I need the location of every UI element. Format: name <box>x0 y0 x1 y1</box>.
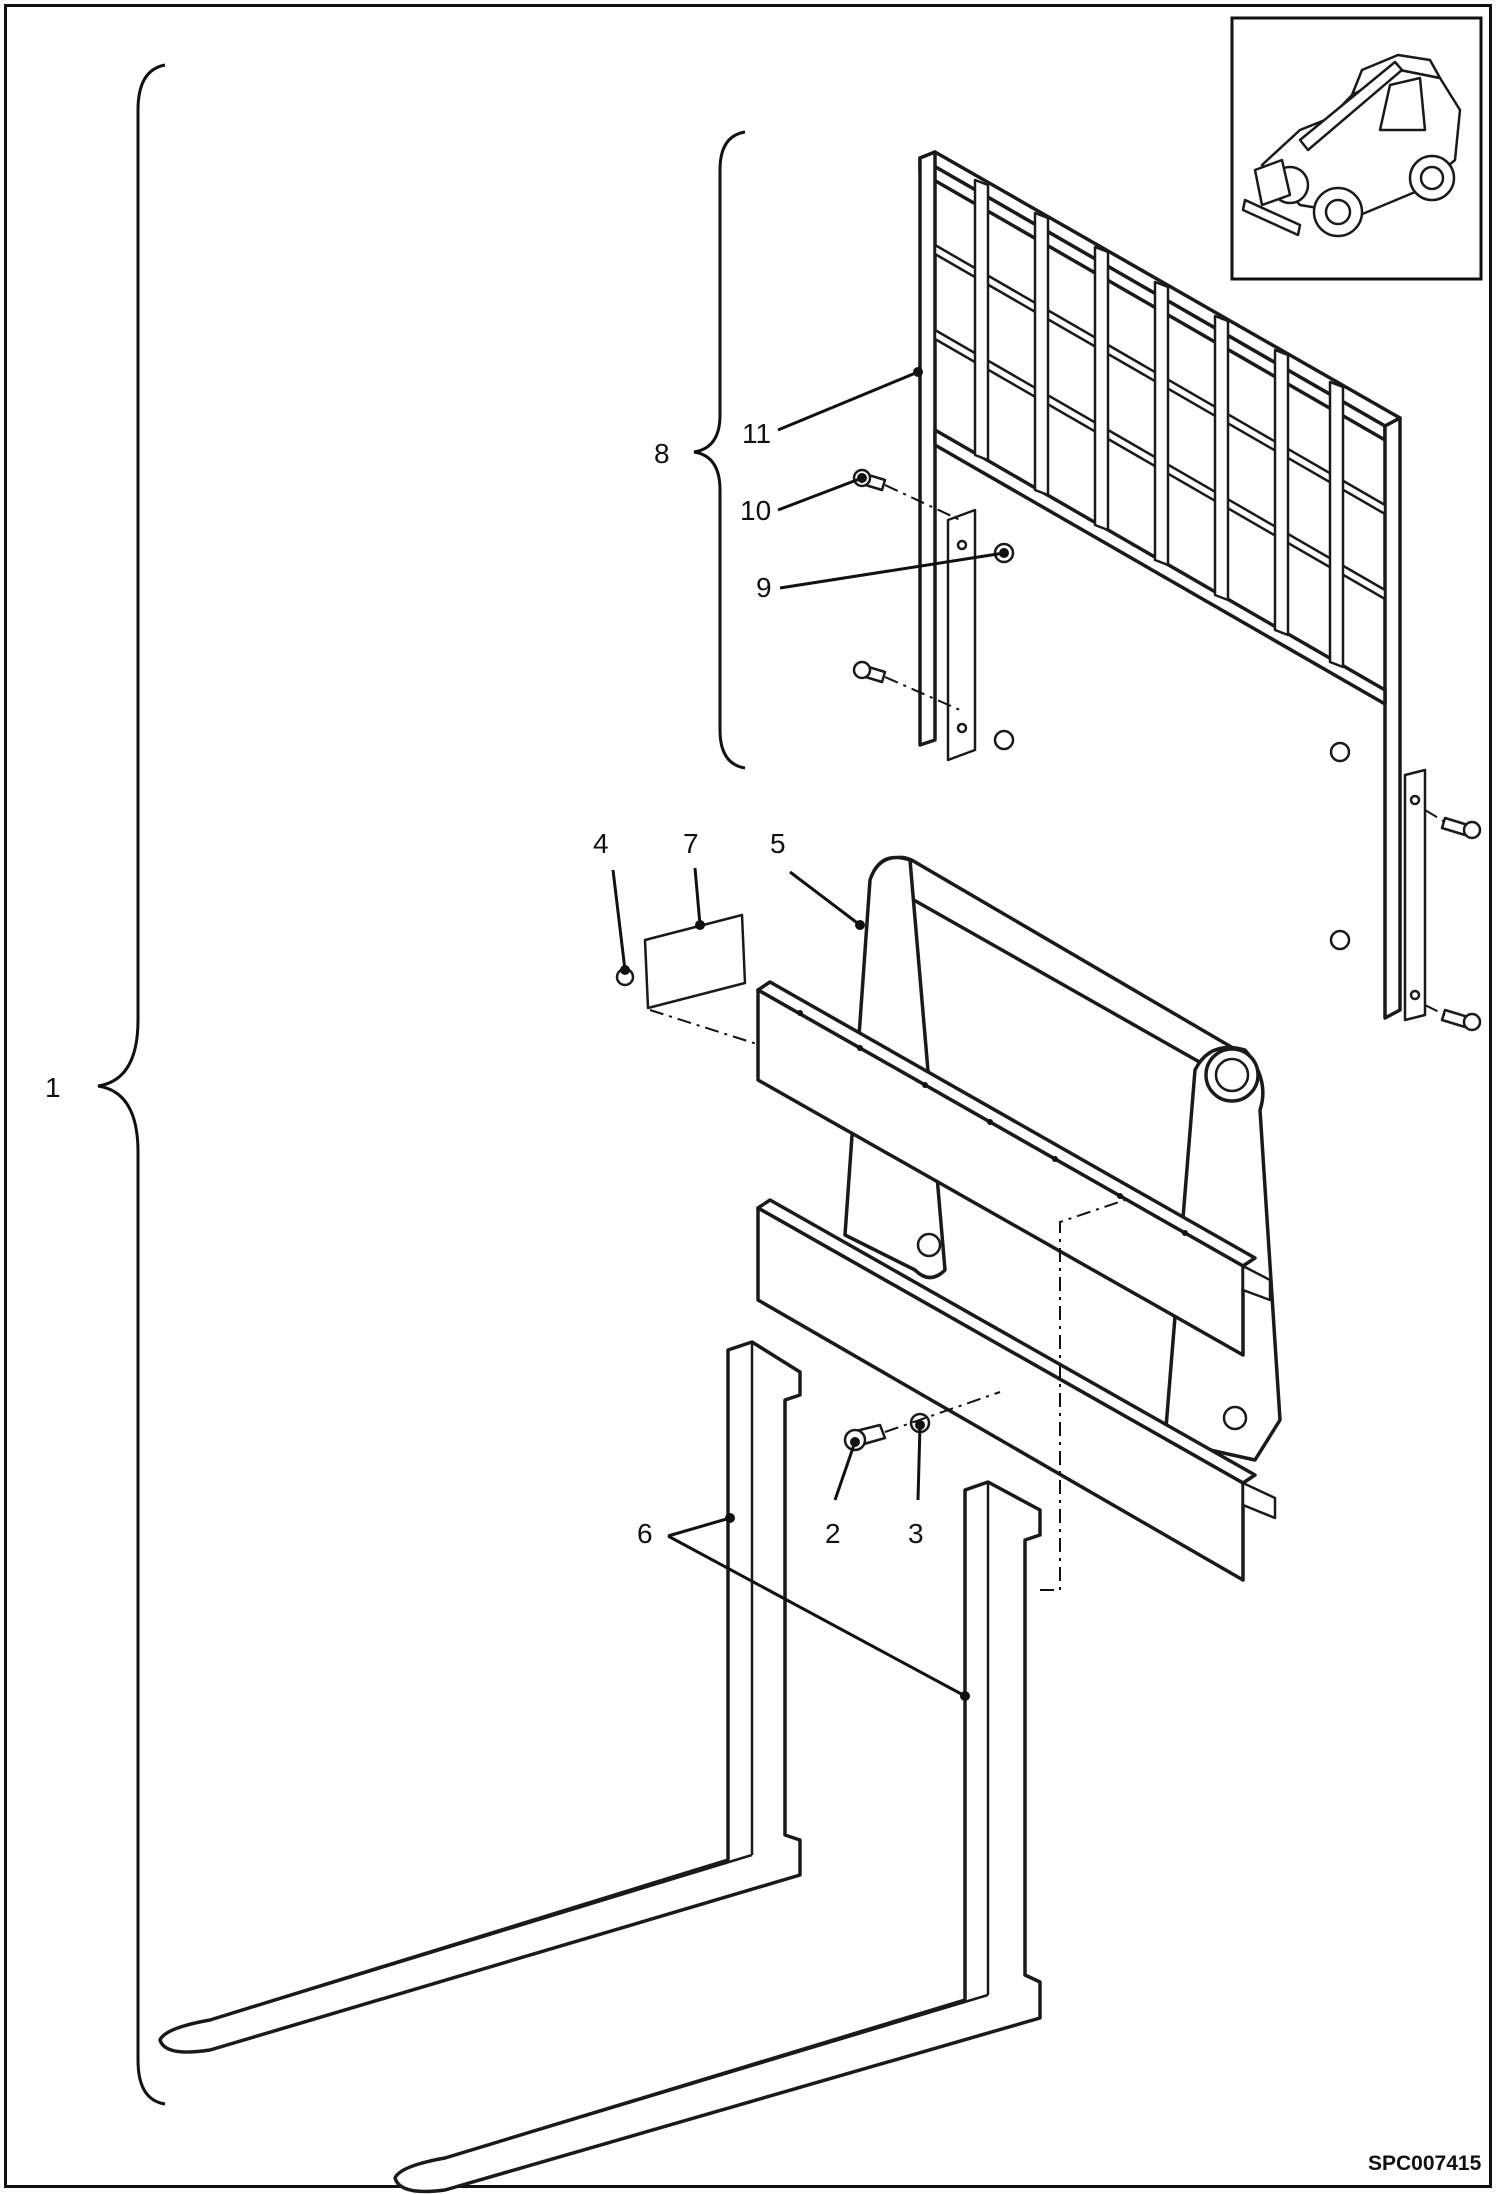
drawing-code: SPC007415 <box>1368 2152 1482 2175</box>
decal-plate <box>643 913 747 1010</box>
callout-6: 6 <box>637 1518 653 1549</box>
drawing-frame <box>4 4 1492 2188</box>
callout-1: 1 <box>45 1072 61 1103</box>
telehandler-icon <box>1230 16 1483 281</box>
callout-7: 7 <box>683 828 699 859</box>
assembly-brace-8 <box>693 130 746 770</box>
leader-lines <box>611 367 1009 1701</box>
assembly-brace-1 <box>97 63 166 2106</box>
callout-11: 11 <box>742 418 771 449</box>
callout-9: 9 <box>756 572 772 603</box>
callout-5: 5 <box>770 828 786 859</box>
carriage-frame <box>756 855 1282 1582</box>
fork-left <box>158 1340 802 2054</box>
callout-4: 4 <box>593 828 609 859</box>
callout-10: 10 <box>740 495 771 526</box>
callout-3: 3 <box>908 1518 924 1549</box>
fork-right <box>393 1480 1042 2194</box>
load-backrest <box>852 150 1482 1032</box>
callout-2: 2 <box>825 1518 841 1549</box>
callout-8: 8 <box>654 438 670 469</box>
